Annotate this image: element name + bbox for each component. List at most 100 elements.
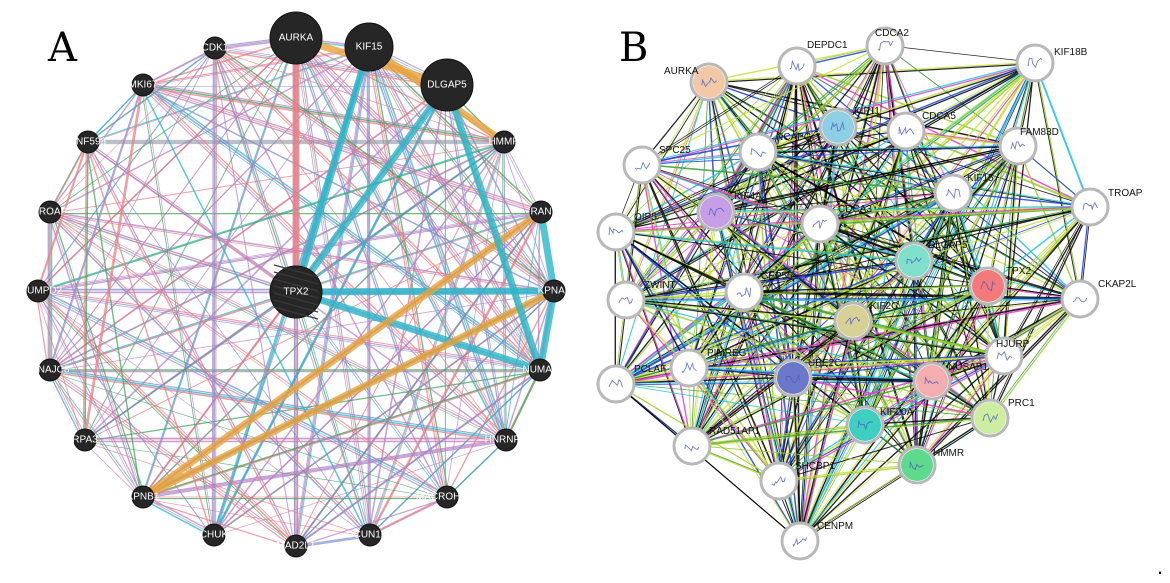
hub-hatch xyxy=(273,271,319,285)
edge-kpnb1-troap xyxy=(47,213,143,499)
node-hjurp[interactable]: HJURP xyxy=(984,336,1030,376)
node-kpnb1[interactable]: KPNB1 xyxy=(127,485,160,509)
node-label-tpx2: TPX2 xyxy=(1006,266,1031,277)
node-mki67[interactable]: MKI67 xyxy=(129,73,158,97)
thick-edge-dlgap5-numa1 xyxy=(443,81,544,374)
edge-ncapg-kif15 xyxy=(758,152,954,195)
node-label-troap: TROAP xyxy=(33,207,68,218)
node-hmmr[interactable]: HMMR xyxy=(897,445,964,485)
node-ckap2l[interactable]: CKAP2L xyxy=(1060,279,1137,319)
node-dlgap5[interactable]: DLGAP5 xyxy=(420,58,474,112)
node-aurka[interactable]: AURKA xyxy=(269,11,323,65)
node-cenpm[interactable]: CENPM xyxy=(780,521,853,561)
edge-kif2c-hjurp xyxy=(852,319,1004,356)
node-mad2l1[interactable]: MAD2L1 xyxy=(277,534,316,558)
edge-kpna2-troap xyxy=(49,211,555,292)
node-cdca5[interactable]: CDCA5 xyxy=(886,111,956,151)
node-kif4a[interactable]: KIF4A xyxy=(696,191,762,232)
edge-ran-dcun1d4 xyxy=(369,211,542,536)
node-kif15[interactable]: KIF15 xyxy=(344,22,394,72)
node-kif20a[interactable]: KIF20A xyxy=(845,405,914,445)
edge-kpnb1-znf598 xyxy=(85,143,143,499)
structure-icon xyxy=(877,40,894,52)
node-cep55[interactable]: CEP55 xyxy=(724,271,793,312)
node-troap[interactable]: TROAP xyxy=(33,200,68,224)
node-kif15[interactable]: KIF15 xyxy=(933,173,994,213)
node-prc1[interactable]: PRC1 xyxy=(970,398,1035,438)
node-cdk1[interactable]: CDK1 xyxy=(202,36,229,60)
node-dlgap5[interactable]: DLGAP5 xyxy=(894,240,968,281)
edge-ube2c-cenpm xyxy=(792,378,802,542)
edge-cdca3-ckap2l xyxy=(820,224,1081,301)
edge-aurka-kpna2 xyxy=(295,37,555,292)
edge-prc1-cenpm xyxy=(800,418,991,543)
edge-chuk-kpnb1 xyxy=(141,497,213,538)
node-tpx2[interactable]: TPX2 xyxy=(968,266,1031,306)
node-shcbp1[interactable]: SHCBP1 xyxy=(759,461,835,501)
edge-depdc1-spc25 xyxy=(641,64,797,165)
node-spc25[interactable]: SPC25 xyxy=(622,145,691,185)
structure-icon xyxy=(701,77,717,88)
node-fill-cep55 xyxy=(728,276,760,308)
node-circle-macroh2a1 xyxy=(435,485,459,509)
edge-troap-oip5 xyxy=(616,207,1091,234)
edge-dlgap5-pclaf xyxy=(616,261,915,386)
structure-icon xyxy=(1027,57,1043,69)
node-rpa3[interactable]: RPA3 xyxy=(72,428,98,452)
node-label-hmmr: HMMR xyxy=(933,448,964,459)
edge-kif18b-troap xyxy=(1033,62,1090,207)
node-label-dcun1d4: DCUN1D4 xyxy=(346,530,394,541)
node-ncapg[interactable]: NCAPG xyxy=(738,132,812,172)
node-hnrnpu[interactable]: HNRNPU xyxy=(485,428,528,452)
node-aurka[interactable]: AURKA xyxy=(664,62,729,102)
node-oip5[interactable]: OIP5 xyxy=(596,212,657,252)
node-troap[interactable]: TROAP xyxy=(1070,187,1143,227)
node-kif18b[interactable]: KIF18B xyxy=(1015,43,1088,83)
node-tpx2[interactable]: TPX2 xyxy=(269,264,323,320)
edge-rpa3-znf598 xyxy=(82,143,88,442)
node-nusap1[interactable]: NUSAP1 xyxy=(912,361,988,401)
node-kpna2[interactable]: KPNA2 xyxy=(538,279,571,303)
edge-kif11-dlgap5 xyxy=(836,126,914,261)
node-dcun1d4[interactable]: DCUN1D4 xyxy=(346,523,394,547)
edge-hjurp-cenpm xyxy=(798,354,1004,541)
node-pclaf[interactable]: PCLAF xyxy=(596,364,666,404)
node-ran[interactable]: RAN xyxy=(529,200,553,224)
node-fam83d[interactable]: FAM83D xyxy=(998,126,1059,166)
edge-cdca5-rad51ap1 xyxy=(690,129,906,446)
node-numa1[interactable]: NUMA1 xyxy=(522,358,558,382)
node-fill-cdca2 xyxy=(869,30,901,62)
structure-icon xyxy=(830,120,845,132)
node-thumpd2[interactable]: THUMPD2 xyxy=(14,279,63,303)
edge-hjurp-pimreg xyxy=(688,354,1004,368)
edge-hmmr-mki67 xyxy=(144,82,506,141)
node-label-kif20a: KIF20A xyxy=(880,407,914,418)
edge-hnrnpu-troap xyxy=(48,213,505,442)
node-dnajc8[interactable]: DNAJC8 xyxy=(31,358,70,382)
node-chuk[interactable]: CHUK xyxy=(200,523,229,547)
edge-troap-nusap1 xyxy=(932,207,1092,383)
edge-hnrnpu-mki67 xyxy=(141,86,505,443)
node-ube2c[interactable]: UBE2C xyxy=(773,358,841,398)
node-kif2c[interactable]: KIF2C xyxy=(833,301,898,341)
node-label-kif2c: KIF2C xyxy=(870,301,898,312)
node-macroh2a1[interactable]: MACROH2A1 xyxy=(416,485,479,509)
edge-hnrnpu-cdk1 xyxy=(213,49,505,442)
node-znf598[interactable]: ZNF598 xyxy=(70,130,107,154)
structure-icon xyxy=(924,376,939,385)
node-rad51ap1[interactable]: RAD51AP1 xyxy=(672,426,761,466)
node-kif11[interactable]: KIF11 xyxy=(818,106,880,147)
node-zwint[interactable]: ZWINT xyxy=(606,280,676,320)
edge-hnrnpu-troap xyxy=(49,211,507,441)
edge-chuk-thumpd2 xyxy=(35,292,213,537)
node-circle-dnajc8 xyxy=(38,358,62,382)
edge-kif15-kif4a xyxy=(715,191,953,212)
edge-ckap2l-hmmr xyxy=(917,299,1082,467)
node-depdc1[interactable]: DEPDC1 xyxy=(777,40,848,86)
node-pimreg[interactable]: PIMREG xyxy=(669,348,747,388)
node-cdca2[interactable]: CDCA2 xyxy=(865,26,909,66)
node-cdca3[interactable]: CDCA3 xyxy=(800,204,872,244)
node-circle-kpnb1 xyxy=(131,485,155,509)
node-hmmr[interactable]: HMMR xyxy=(488,130,520,154)
thick-edge-tpx2-kif15 xyxy=(292,43,373,296)
